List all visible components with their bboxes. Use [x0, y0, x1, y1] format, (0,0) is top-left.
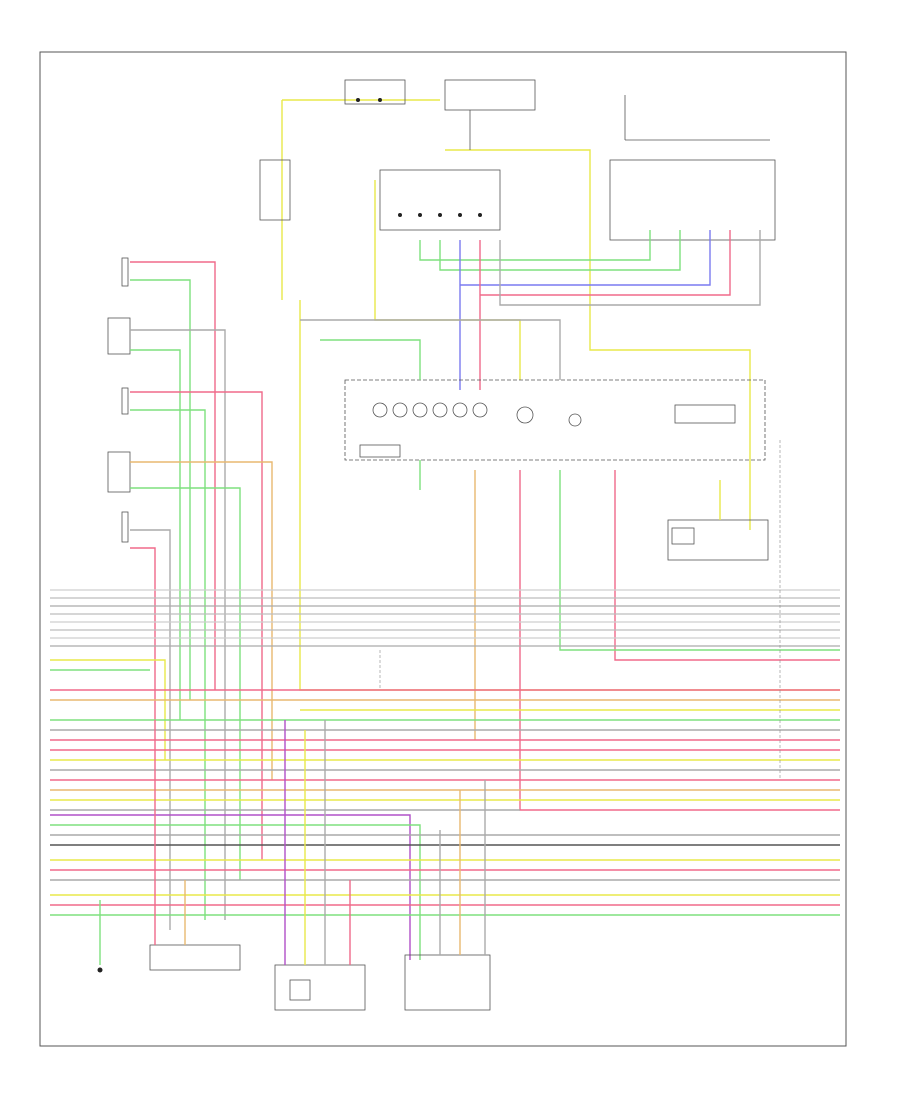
wire-red-comp1: [130, 261, 216, 690]
wire-yellow-relay: [374, 180, 521, 380]
wire-red-comp5: [130, 547, 156, 720]
wire-red-speed: [614, 470, 840, 661]
wire-blue-top: [459, 230, 711, 390]
wire-green-comp1: [130, 279, 191, 700]
wire-green-speed: [559, 470, 840, 651]
wire-yellow-cluster-feed: [445, 149, 751, 530]
wire-green-cluster: [320, 339, 421, 380]
wire-gray-top: [499, 230, 761, 306]
wire-green-top: [419, 230, 651, 261]
fuse-box-top: [444, 79, 536, 150]
wire-green-top-2: [439, 230, 681, 271]
left-component-1: [121, 257, 129, 287]
wire-red-top: [479, 230, 731, 390]
relay-switch-left: [259, 159, 291, 221]
main-relay-block: [379, 169, 501, 231]
tcm-block: [404, 954, 491, 1011]
instrument-cluster: [344, 379, 766, 461]
wire-orange-comp4: [130, 461, 273, 780]
wire-gray-cluster: [300, 319, 561, 380]
bus-purple-1: [50, 814, 411, 960]
wire-gray-comp5: [130, 529, 171, 930]
ground-top-right: [609, 95, 776, 241]
bus-lines: [50, 589, 840, 647]
vehicle-speed-sensor: [667, 519, 769, 561]
crankshaft-sensor: [274, 964, 366, 1011]
wire-green-comp4: [130, 487, 241, 880]
diagram-frame: [39, 51, 847, 1047]
throttle-position-sensor: [149, 944, 241, 971]
left-component-4: [107, 451, 131, 493]
wire-yellow-left-down: [299, 300, 840, 691]
wire-yellow-top-feed: [281, 99, 440, 300]
left-component-5: [121, 511, 129, 543]
bottom-left-ground: [97, 900, 103, 973]
wire-gray-comp2: [130, 329, 226, 920]
left-component-2: [107, 317, 131, 355]
wire-red-cluster: [519, 470, 840, 811]
wire-green-comp2: [130, 349, 181, 720]
wire-red-comp3: [130, 391, 263, 860]
wire-green-comp3: [130, 409, 206, 920]
bus-yellow-1: [50, 659, 166, 760]
left-component-3: [121, 387, 129, 415]
ignition-switch: [344, 79, 406, 105]
